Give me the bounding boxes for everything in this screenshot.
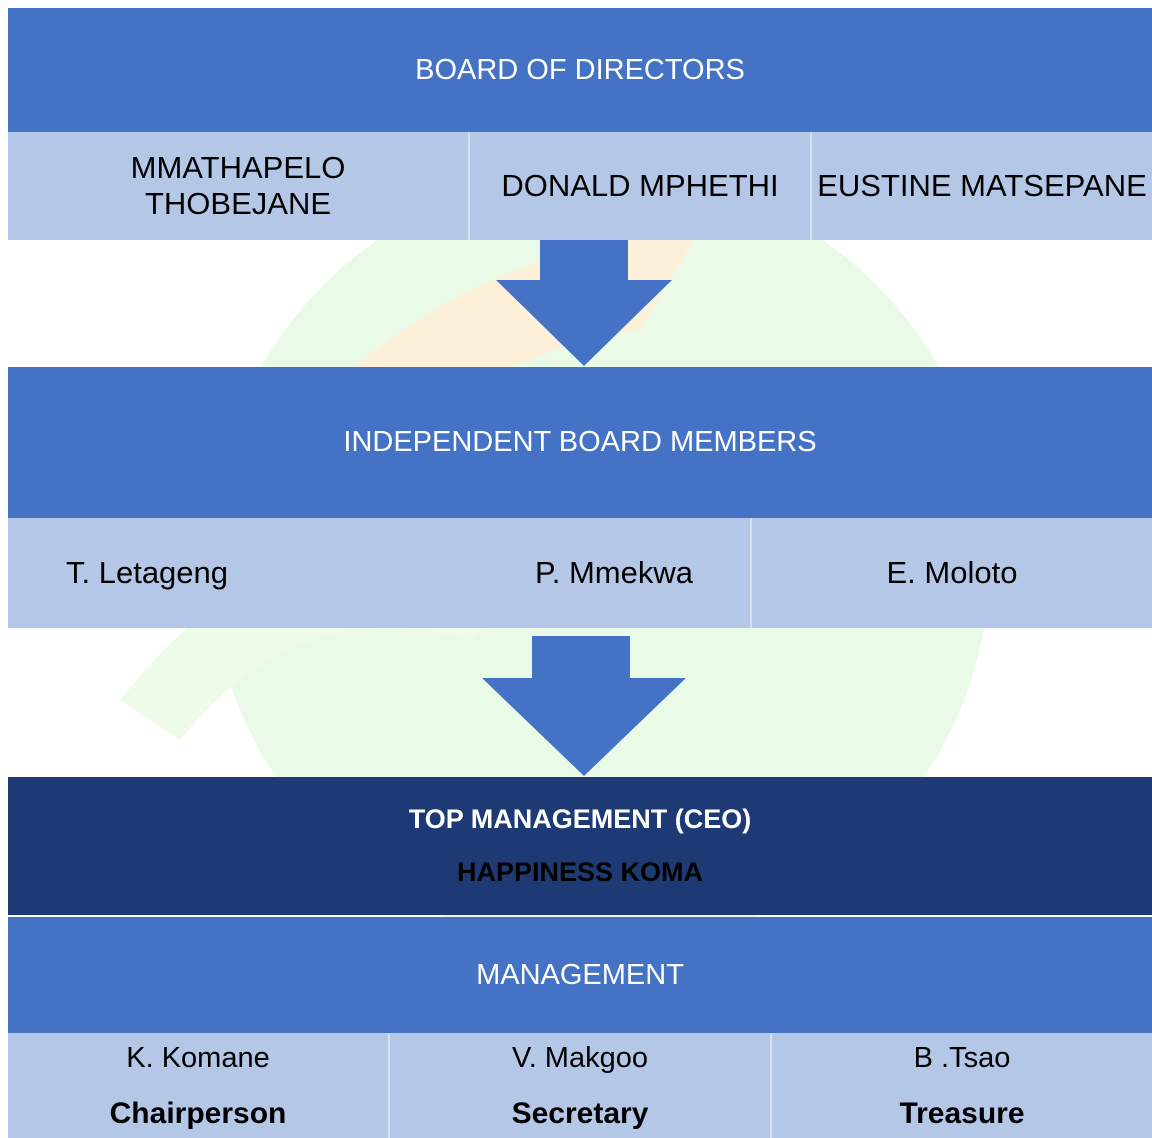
management-members-row: K. Komane Chairperson V. Makgoo Secretar… — [8, 1033, 1152, 1138]
management-member: V. Makgoo Secretary — [388, 1033, 770, 1138]
independent-members-row: T. Letageng P. Mmekwa E. Moloto — [8, 518, 1152, 628]
down-arrow — [482, 636, 686, 776]
member-role: Secretary — [511, 1096, 649, 1130]
board-members-row: MMATHAPELO THOBEJANE DONALD MPHETHI EUST… — [8, 132, 1152, 240]
member-name: V. Makgoo — [512, 1041, 648, 1074]
management-member: K. Komane Chairperson — [8, 1033, 388, 1138]
management-member: B .Tsao Treasure — [770, 1033, 1152, 1138]
independent-member: E. Moloto — [750, 518, 1152, 628]
member-name: K. Komane — [126, 1041, 270, 1074]
board-title: BOARD OF DIRECTORS — [8, 8, 1152, 132]
board-of-directors-block: BOARD OF DIRECTORS MMATHAPELO THOBEJANE … — [8, 8, 1152, 240]
independent-member: P. Mmekwa — [535, 555, 693, 590]
ceo-name: HAPPINESS KOMA — [456, 857, 704, 887]
independent-board-block: INDEPENDENT BOARD MEMBERS T. Letageng P.… — [8, 367, 1152, 628]
member-role: Chairperson — [109, 1096, 287, 1130]
board-member: DONALD MPHETHI — [468, 132, 810, 240]
top-management-block: TOP MANAGEMENT (CEO) HAPPINESS KOMA — [8, 777, 1152, 915]
board-member: EUSTINE MATSEPANE — [810, 132, 1152, 240]
member-role: Treasure — [899, 1096, 1025, 1130]
member-name: B .Tsao — [913, 1041, 1011, 1074]
independent-member: T. Letageng — [66, 555, 229, 590]
management-title: MANAGEMENT — [8, 917, 1152, 1033]
independent-title: INDEPENDENT BOARD MEMBERS — [8, 367, 1152, 518]
management-block: MANAGEMENT K. Komane Chairperson V. Makg… — [8, 917, 1152, 1138]
board-member: MMATHAPELO THOBEJANE — [130, 150, 346, 221]
top-management-title: TOP MANAGEMENT (CEO) — [408, 804, 752, 834]
down-arrow — [496, 240, 672, 366]
